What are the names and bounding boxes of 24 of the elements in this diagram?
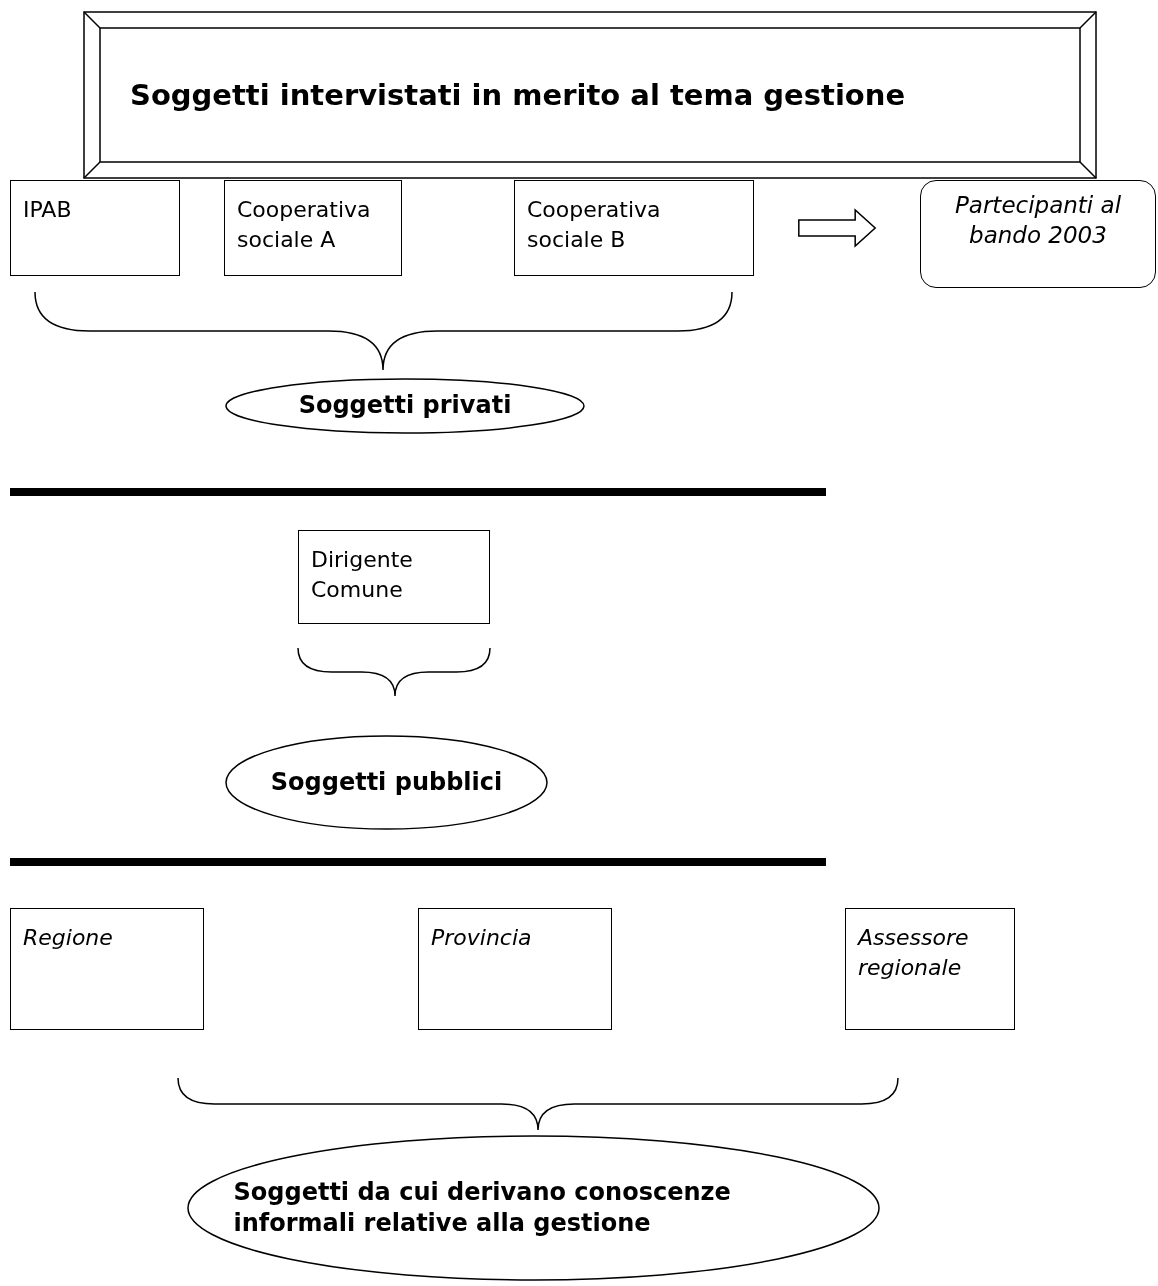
title: Soggetti intervistati in merito al tema gestione xyxy=(130,78,906,112)
node-label: Partecipanti al bando 2003 xyxy=(954,192,1122,248)
node-label: Regione xyxy=(23,925,113,950)
box xyxy=(224,180,402,276)
ellipse-shape xyxy=(225,735,548,830)
node-label: Soggetti privati xyxy=(298,390,512,422)
block-arrow xyxy=(798,208,877,248)
box xyxy=(418,908,612,1030)
box xyxy=(298,530,490,624)
ellipse-shape xyxy=(187,1135,880,1281)
node-label: Cooperativa sociale A xyxy=(237,197,371,252)
box xyxy=(514,180,754,276)
node-label: Provincia xyxy=(431,925,532,950)
node-label: Dirigente Comune xyxy=(311,547,413,602)
node-label: IPAB xyxy=(23,197,72,222)
node-label: Assessore regionale xyxy=(858,925,969,980)
box xyxy=(10,908,204,1030)
rounded-box xyxy=(920,180,1156,288)
ellipse-shape xyxy=(225,378,585,434)
node-label: Soggetti pubblici xyxy=(270,766,503,798)
node-label: Soggetti da cui derivano conoscenze informali relative alla gestione xyxy=(233,1176,732,1239)
node-label: Cooperativa sociale B xyxy=(527,197,661,252)
box xyxy=(845,908,1015,1030)
box xyxy=(10,180,180,276)
